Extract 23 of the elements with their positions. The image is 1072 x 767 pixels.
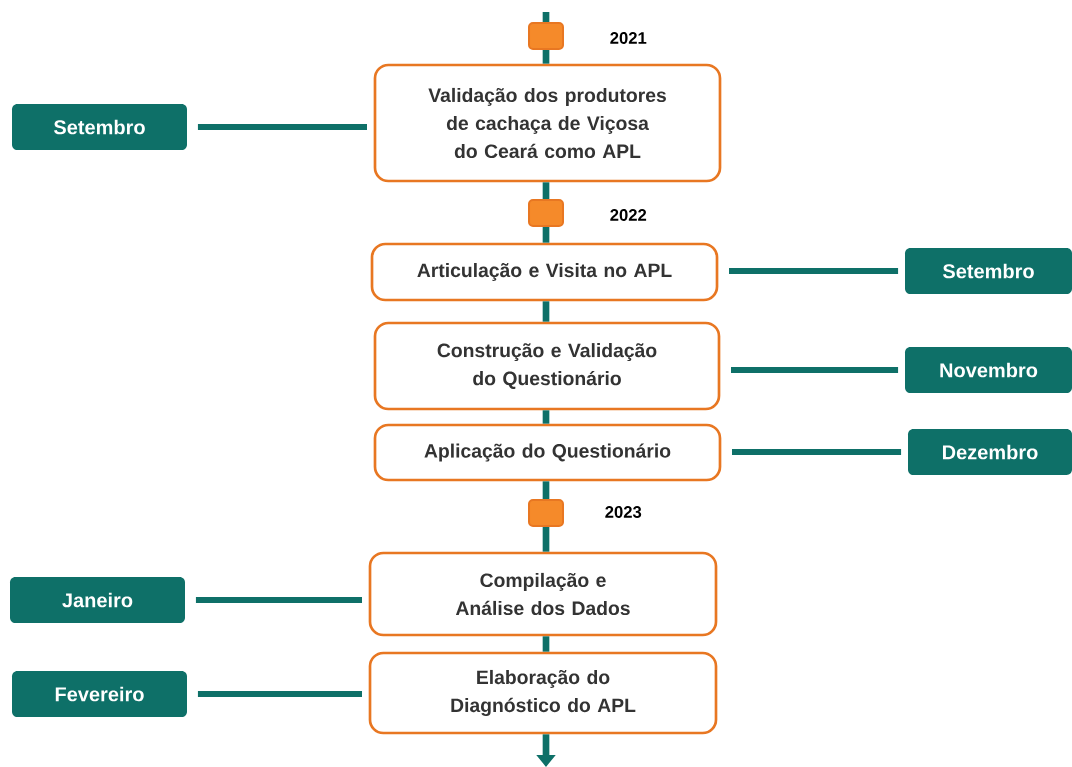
- connector-line: [729, 268, 899, 274]
- connector-line: [195, 597, 362, 603]
- step-box: Elaboração do Diagnóstico do APL: [368, 651, 718, 735]
- year-square: [528, 22, 564, 50]
- month-box: Fevereiro: [12, 671, 187, 717]
- connector-line: [197, 691, 362, 697]
- month-box: Setembro: [12, 104, 187, 150]
- year-label: 2023: [605, 506, 642, 518]
- year-label: 2022: [610, 209, 647, 221]
- step-box: Articulação e Visita no APL: [370, 242, 719, 302]
- connector-line: [197, 124, 367, 130]
- month-box: Novembro: [905, 347, 1072, 393]
- year-square: [528, 499, 564, 527]
- month-box: Setembro: [905, 248, 1072, 294]
- step-box: Construção e Validação do Questionário: [373, 321, 721, 411]
- step-box: Validação dos produtores de cachaça de Viçosa do Ceará como APL: [373, 63, 722, 183]
- connector-line: [731, 367, 899, 373]
- month-box: Janeiro: [10, 577, 185, 623]
- year-square: [528, 199, 564, 227]
- year-label: 2021: [610, 32, 647, 44]
- step-box: Compilação e Análise dos Dados: [368, 551, 718, 637]
- month-box: Dezembro: [908, 429, 1072, 475]
- step-box: Aplicação do Questionário: [373, 423, 722, 482]
